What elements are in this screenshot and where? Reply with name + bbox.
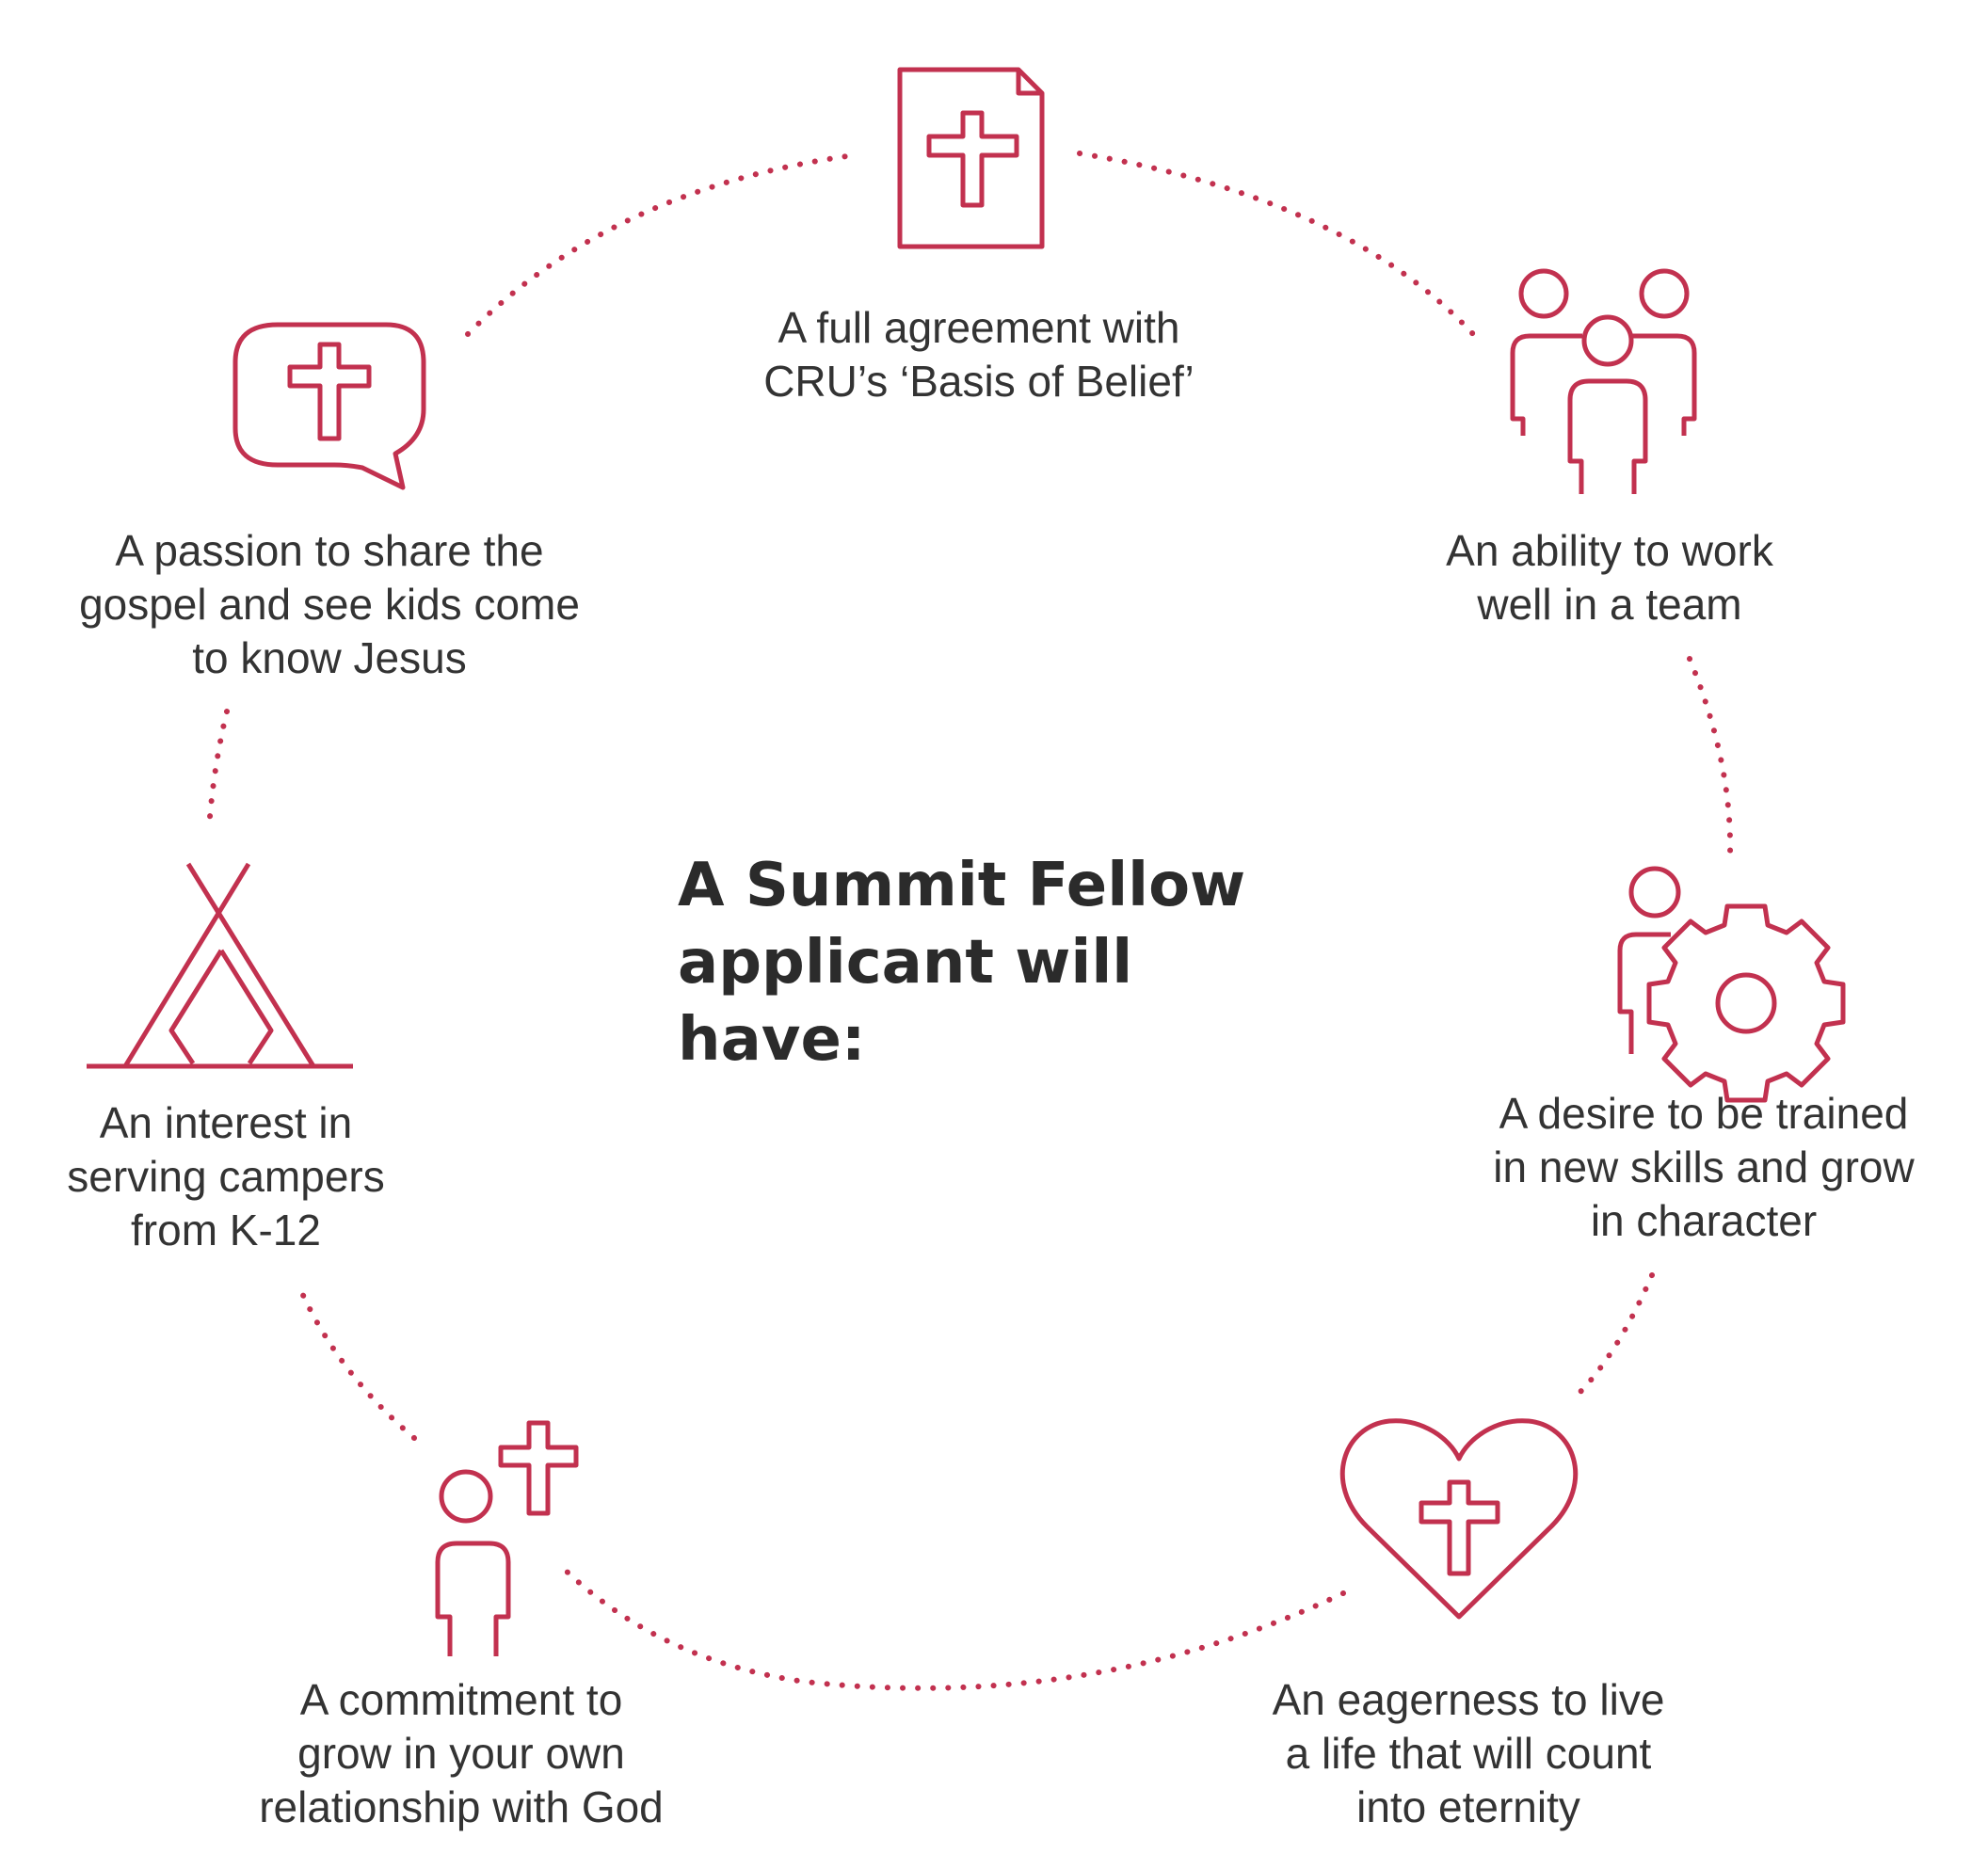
label-campers: An interest in serving campers from K-12 — [9, 1096, 442, 1257]
diagram-title: A Summit Fellow applicant will have: — [678, 847, 1337, 1078]
label-line: A commitment to — [299, 1675, 623, 1724]
connector-arc-2 — [1687, 656, 1734, 857]
team-icon — [1510, 268, 1697, 494]
label-line: a life that will count — [1285, 1729, 1652, 1778]
label-line: to know Jesus — [192, 633, 467, 682]
connector-arc-1 — [1077, 151, 1476, 337]
label-line: A full agreement with — [778, 303, 1180, 352]
label-trained: A desire to be trained in new skills and… — [1412, 1087, 1988, 1248]
speech-cross-icon — [232, 322, 426, 490]
title-line-2: applicant will have: — [678, 928, 1133, 1075]
label-commitment: A commitment to grow in your own relatio… — [169, 1673, 753, 1834]
label-line: in character — [1590, 1196, 1818, 1245]
connector-arc-6 — [207, 709, 230, 820]
title-line-1: A Summit Fellow — [678, 851, 1246, 920]
document-cross-icon — [897, 67, 1045, 249]
label-line: into eternity — [1356, 1782, 1580, 1831]
connector-arcs — [207, 151, 1734, 1691]
label-line: well in a team — [1477, 580, 1742, 629]
label-gospel: A passion to share the gospel and see ki… — [19, 524, 640, 685]
connector-arc-3 — [1574, 1272, 1655, 1398]
connector-arc-4 — [559, 1564, 1346, 1691]
label-line: An ability to work — [1446, 526, 1773, 575]
label-eternity: An eagerness to live a life that will co… — [1186, 1673, 1751, 1834]
person-cross-icon — [435, 1420, 579, 1656]
label-line: CRU’s ‘Basis of Belief’ — [763, 357, 1194, 406]
label-line: serving campers — [67, 1152, 385, 1201]
label-line: grow in your own — [297, 1729, 625, 1778]
label-line: A passion to share the — [115, 526, 544, 575]
label-line: in new skills and grow — [1493, 1142, 1915, 1191]
label-team: An ability to work well in a team — [1346, 524, 1873, 631]
label-line: from K-12 — [131, 1206, 321, 1254]
label-line: gospel and see kids come — [79, 580, 580, 629]
tent-icon — [87, 862, 353, 1069]
label-line: An eagerness to live — [1272, 1675, 1665, 1724]
label-line: A desire to be trained — [1499, 1089, 1909, 1138]
connector-arc-5 — [298, 1288, 417, 1441]
heart-cross-icon — [1339, 1418, 1579, 1620]
gear-shape — [1646, 903, 1846, 1103]
label-line: An interest in — [99, 1098, 353, 1147]
label-belief: A full agreement with CRU’s ‘Basis of Be… — [687, 301, 1271, 408]
label-line: relationship with God — [259, 1782, 664, 1831]
person-gear-icon — [1617, 866, 1846, 1103]
